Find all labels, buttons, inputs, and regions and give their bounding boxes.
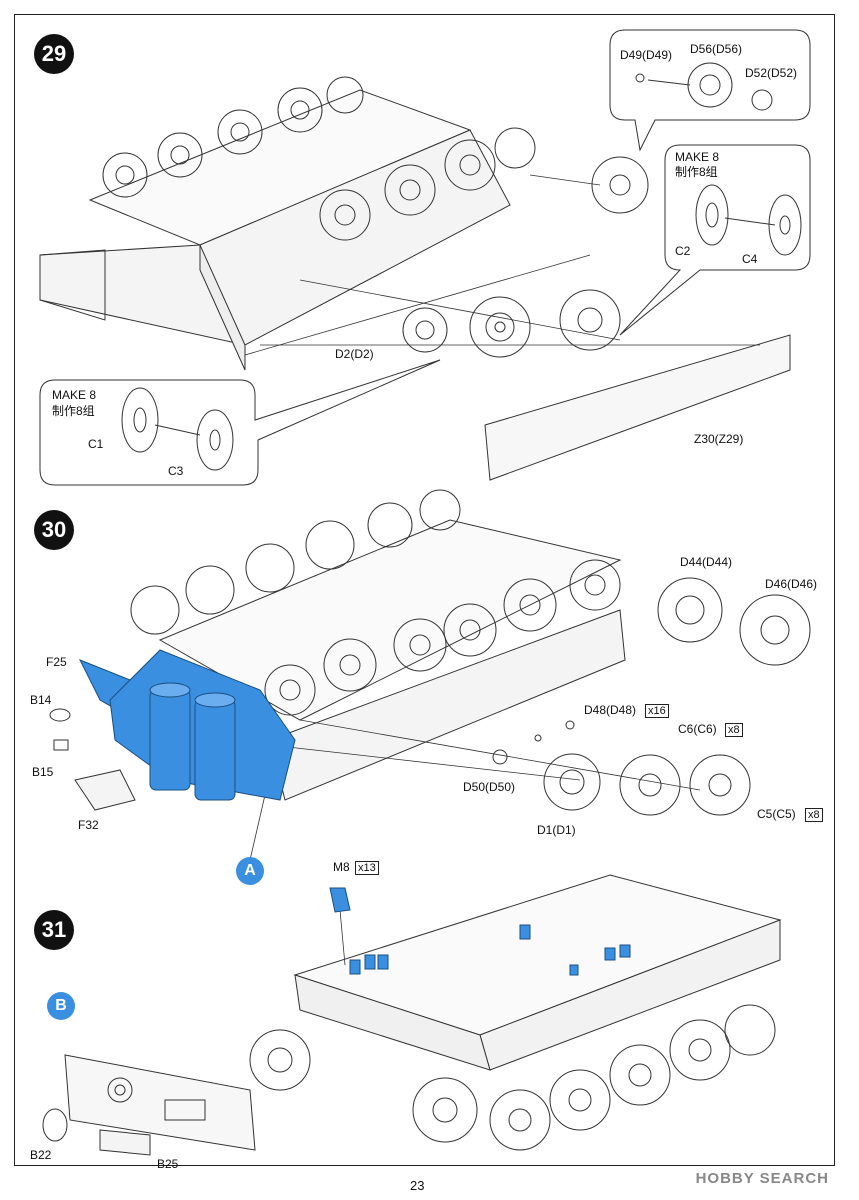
inset-box-make8-right — [619, 144, 811, 336]
part-label-b15: B15 — [32, 765, 54, 779]
step-number-30: 30 — [34, 510, 74, 550]
part-label-c5: C5(C5) — [757, 807, 796, 821]
step30-chassis-illustration — [49, 489, 811, 861]
page-frame — [14, 14, 835, 1166]
part-label-f25: F25 — [46, 655, 67, 669]
part-label-d50: D50(D50) — [463, 780, 516, 794]
exhaust-assembly-highlight — [78, 649, 296, 801]
quantity-badge-c5: x8 — [805, 808, 823, 822]
part-label-z30: Z30(Z29) — [694, 432, 744, 446]
part-label-d52: D52(D52) — [745, 66, 798, 80]
step-number-31: 31 — [34, 910, 74, 950]
step29-chassis-illustration — [39, 76, 791, 481]
part-label-d46: D46(D46) — [765, 577, 818, 591]
callout-a: A — [236, 857, 264, 885]
inset-box-make8-left — [39, 359, 441, 486]
part-label-c2: C2 — [675, 244, 691, 258]
part-label-m8: M8 — [333, 860, 350, 874]
quantity-badge-m8: x13 — [355, 861, 379, 875]
quantity-badge-c6: x8 — [725, 723, 743, 737]
part-label-b14: B14 — [30, 693, 52, 707]
part-label-c1: C1 — [88, 437, 104, 451]
step-number-29: 29 — [34, 34, 74, 74]
step31-hull-illustration — [42, 874, 782, 1156]
make8-left-line1: MAKE 8 — [52, 388, 97, 402]
part-label-d49: D49(D49) — [620, 48, 673, 62]
part-label-c6: C6(C6) — [678, 722, 717, 736]
part-label-b25: B25 — [157, 1157, 179, 1171]
inset-box-sprocket — [609, 29, 811, 152]
m8-parts-highlight — [329, 887, 631, 976]
callout-b: B — [47, 992, 75, 1020]
part-label-d56: D56(D56) — [690, 42, 743, 56]
part-label-d1: D1(D1) — [537, 823, 576, 837]
watermark: HOBBY SEARCH — [695, 1170, 829, 1187]
part-label-c4: C4 — [742, 252, 758, 266]
part-label-c3: C3 — [168, 464, 184, 478]
part-label-d44: D44(D44) — [680, 555, 733, 569]
make8-right-line1: MAKE 8 — [675, 150, 720, 164]
make8-right-line2: 制作8组 — [675, 165, 718, 179]
page-number: 23 — [410, 1178, 425, 1193]
part-label-b22: B22 — [30, 1148, 52, 1162]
make8-left-line2: 制作8组 — [52, 404, 95, 418]
part-label-f32: F32 — [78, 818, 99, 832]
part-label-d2: D2(D2) — [335, 347, 374, 361]
part-label-d48: D48(D48) — [584, 703, 637, 717]
quantity-badge-d48: x16 — [645, 704, 669, 718]
